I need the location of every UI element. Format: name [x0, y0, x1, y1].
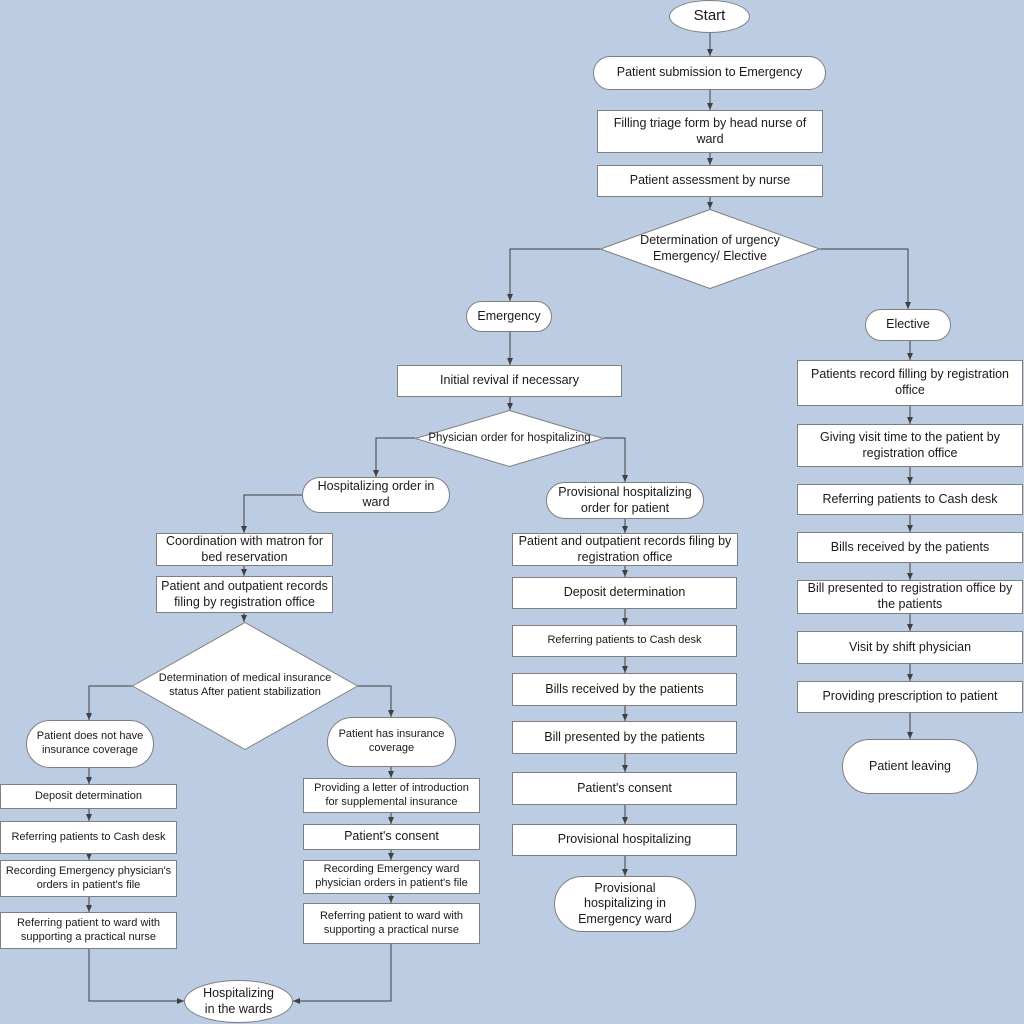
edge	[88, 949, 184, 1004]
has-insurance-node: Patient has insurance coverage	[327, 717, 456, 767]
urgency-label: Determination of urgency Emergency/ Elec…	[640, 233, 780, 263]
edge	[293, 944, 392, 1004]
cash-mid-node: Referring patients to Cash desk	[512, 625, 737, 657]
provisional-ward-node: Provisional hospitalizing in Emergency w…	[554, 876, 696, 932]
records-mid-node: Patient and outpatient records filing by…	[512, 533, 738, 566]
edge	[820, 248, 911, 309]
records-right-node: Patients record filling by registration …	[797, 360, 1023, 406]
submission-node: Patient submission to Emergency	[593, 56, 826, 90]
leaving-node: Patient leaving	[842, 739, 978, 794]
physician-order-label: Physician order for hospitalizing	[428, 432, 591, 445]
edge	[373, 437, 415, 477]
emergency-node: Emergency	[466, 301, 552, 332]
deposit-mid-node: Deposit determination	[512, 577, 737, 609]
records-left-node: Patient and outpatient records filing by…	[156, 576, 333, 613]
edge	[604, 437, 628, 482]
visit-time-node: Giving visit time to the patient by regi…	[797, 424, 1023, 467]
physician-order-decision: Physician order for hospitalizing	[415, 410, 604, 467]
edge	[241, 494, 302, 533]
urgency-decision: Determination of urgency Emergency/ Elec…	[600, 209, 820, 289]
consent-insurance-node: Patient's consent	[303, 824, 480, 850]
visit-physician-node: Visit by shift physician	[797, 631, 1023, 664]
refer-ward-insurance-node: Referring patient to ward with supportin…	[303, 903, 480, 944]
provisional-order-node: Provisional hospitalizing order for pati…	[546, 482, 704, 519]
deposit-left-node: Deposit determination	[0, 784, 177, 809]
hosp-wards-node: Hospitalizing in the wards	[184, 980, 293, 1023]
coordination-node: Coordination with matron for bed reserva…	[156, 533, 333, 566]
start-node: Start	[669, 0, 750, 33]
cash-left-node: Referring patients to Cash desk	[0, 821, 177, 854]
insurance-status-label: Determination of medical insurance statu…	[158, 672, 332, 698]
bills-mid-node: Bills received by the patients	[512, 673, 737, 706]
elective-node: Elective	[865, 309, 951, 341]
recording-insurance-node: Recording Emergency ward physician order…	[303, 860, 480, 894]
provisional-hosp-node: Provisional hospitalizing	[512, 824, 737, 856]
insurance-status-decision: Determination of medical insurance statu…	[132, 622, 358, 750]
letter-node: Providing a letter of introduction for s…	[303, 778, 480, 813]
cash-right-node: Referring patients to Cash desk	[797, 484, 1023, 515]
triage-node: Filling triage form by head nurse of war…	[597, 110, 823, 153]
recording-left-node: Recording Emergency physician's orders i…	[0, 860, 177, 897]
hosp-order-ward-node: Hospitalizing order in ward	[302, 477, 450, 513]
assessment-node: Patient assessment by nurse	[597, 165, 823, 197]
edge	[358, 685, 394, 717]
bill-presented-mid-node: Bill presented by the patients	[512, 721, 737, 754]
initial-revival-node: Initial revival if necessary	[397, 365, 622, 397]
edge	[86, 685, 132, 720]
refer-ward-left-node: Referring patient to ward with supportin…	[0, 912, 177, 949]
bill-presented-right-node: Bill presented to registration office by…	[797, 580, 1023, 614]
consent-mid-node: Patient's consent	[512, 772, 737, 805]
no-insurance-node: Patient does not have insurance coverage	[26, 720, 154, 768]
prescription-node: Providing prescription to patient	[797, 681, 1023, 713]
bills-right-node: Bills received by the patients	[797, 532, 1023, 563]
edge	[507, 248, 600, 301]
